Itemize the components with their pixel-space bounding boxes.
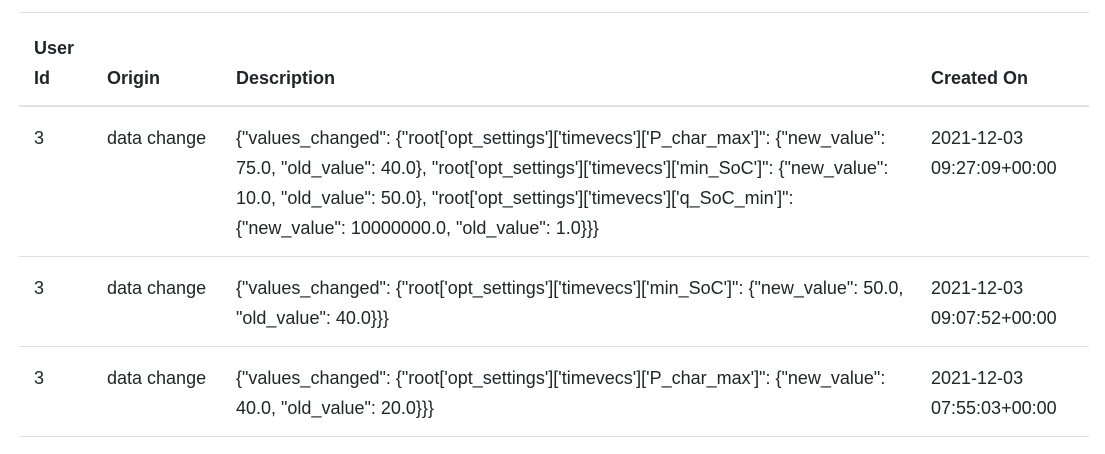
cell-description: {"values_changed": {"root['opt_settings'… [236, 128, 889, 238]
column-header-user-id: User Id [34, 38, 75, 88]
table-row: 3 data change {"values_changed": {"root[… [19, 257, 1089, 347]
table-header: User Id Origin Description Created On [19, 12, 1089, 106]
cell-created-on: 2021-12-03 09:07:52+00:00 [931, 278, 1057, 328]
cell-origin: data change [107, 278, 207, 298]
cell-origin: data change [107, 128, 207, 148]
cell-user-id: 3 [34, 278, 45, 298]
table-body: 3 data change {"values_changed": {"root[… [19, 106, 1089, 437]
table-row: 3 data change {"values_changed": {"root[… [19, 106, 1089, 257]
cell-description: {"values_changed": {"root['opt_settings'… [236, 278, 904, 328]
cell-user-id: 3 [34, 128, 45, 148]
header-row: User Id Origin Description Created On [19, 12, 1089, 106]
cell-user-id: 3 [34, 368, 45, 388]
audit-log-table: User Id Origin Description Created On 3 … [19, 12, 1089, 437]
cell-origin: data change [107, 368, 207, 388]
cell-created-on: 2021-12-03 09:27:09+00:00 [931, 128, 1057, 178]
cell-created-on: 2021-12-03 07:55:03+00:00 [931, 368, 1057, 418]
column-header-created-on: Created On [931, 68, 1029, 88]
table-row: 3 data change {"values_changed": {"root[… [19, 347, 1089, 437]
cell-description: {"values_changed": {"root['opt_settings'… [236, 368, 886, 418]
column-header-description: Description [236, 68, 336, 88]
column-header-origin: Origin [107, 68, 160, 88]
